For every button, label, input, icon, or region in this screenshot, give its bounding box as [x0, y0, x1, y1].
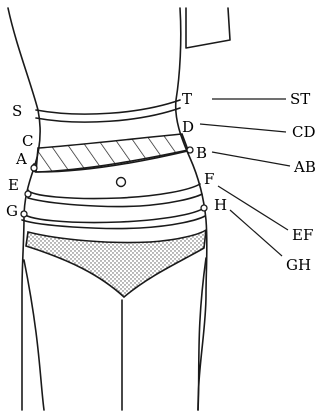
label-cd: CD: [292, 123, 316, 141]
right-leg-inner: [198, 258, 206, 410]
label-a: A: [15, 150, 27, 168]
navel-mark: [117, 178, 126, 187]
pointer-ab: [212, 152, 290, 166]
label-g: G: [6, 202, 18, 220]
point-b-marker: [187, 147, 193, 153]
point-a-marker: [31, 165, 37, 171]
line-st: [36, 100, 180, 114]
label-st: ST: [290, 90, 310, 108]
label-ab: AB: [293, 158, 316, 176]
point-h-marker: [201, 205, 207, 211]
line-ef: [28, 184, 200, 199]
line-st-lower: [36, 108, 180, 122]
pointer-gh: [230, 210, 282, 256]
left-leg-inner: [24, 260, 44, 410]
point-e-marker: [25, 191, 31, 197]
underwear-dotted: [26, 230, 206, 297]
pointer-cd: [200, 124, 286, 132]
label-h: H: [214, 196, 227, 214]
label-gh: GH: [286, 256, 311, 274]
label-c: C: [22, 132, 33, 150]
point-g-marker: [21, 211, 27, 217]
pointer-ef: [218, 186, 288, 230]
arm-sleeve: [186, 8, 230, 48]
label-s: S: [12, 102, 22, 120]
label-t: T: [182, 90, 192, 108]
label-d: D: [182, 118, 194, 136]
label-f: F: [204, 170, 214, 188]
label-b: B: [196, 144, 207, 162]
label-ef: EF: [292, 226, 313, 244]
line-gh: [22, 208, 204, 223]
label-e: E: [8, 176, 19, 194]
line-ef-lower: [28, 194, 202, 207]
